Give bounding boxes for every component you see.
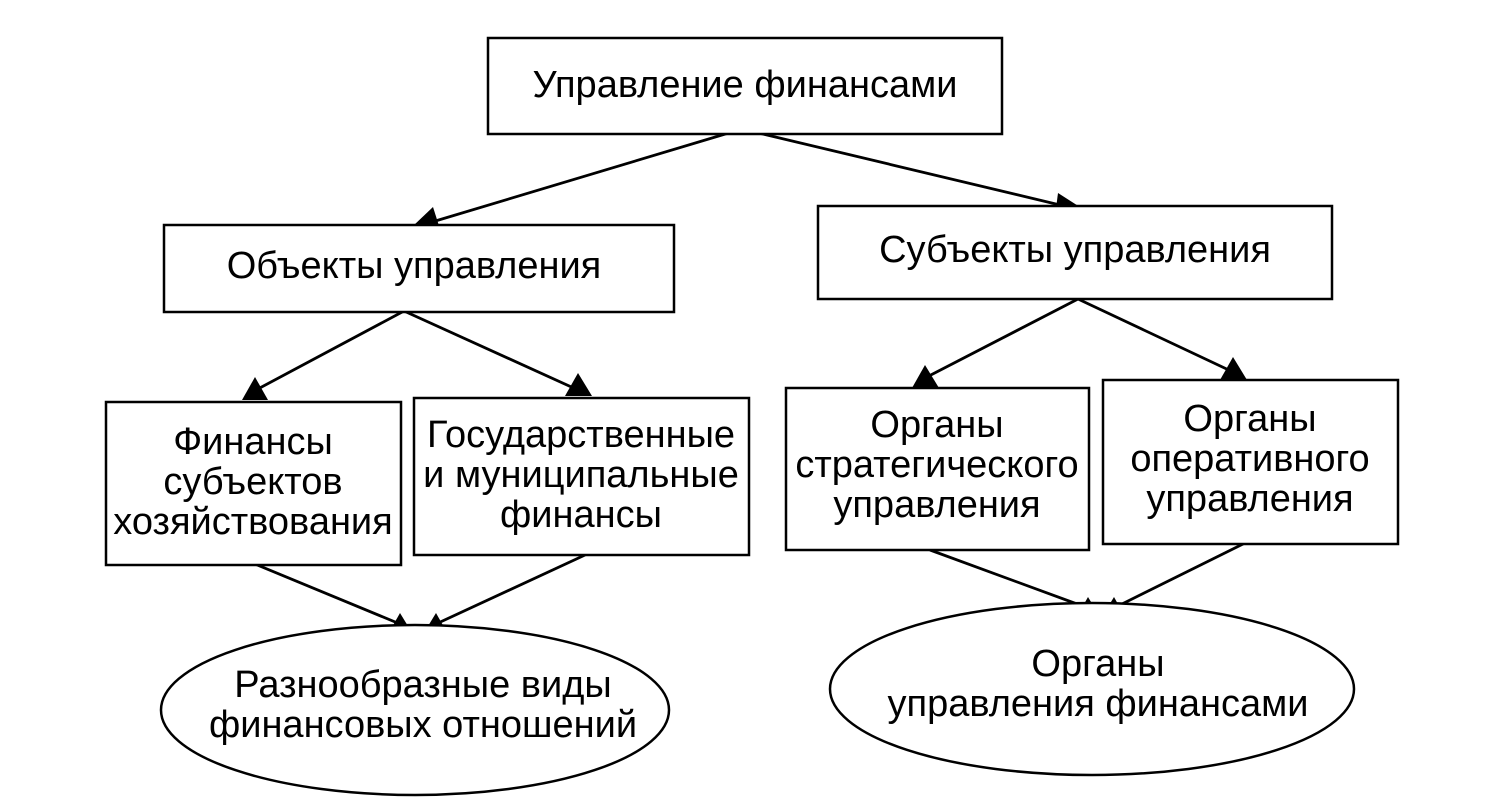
- edge-strategic-bodies: [929, 548, 1089, 610]
- state-municipal-label-line: финансы: [500, 494, 662, 536]
- root-label: Управление финансами: [533, 64, 958, 106]
- edge-finance-entities-relations: [249, 560, 401, 626]
- bodies-label-line: Органы: [1031, 643, 1164, 685]
- edge-subjects-operational: [1077, 297, 1234, 374]
- edge-root-subjects: [741, 127, 1061, 207]
- state-municipal-label-line: Государственные: [427, 414, 735, 456]
- arrowhead-state-municipal: [565, 373, 592, 396]
- arrowhead-finance-entities: [242, 377, 268, 400]
- objects-label-line: Объекты управления: [227, 245, 602, 287]
- operational-label-line: управления: [1146, 478, 1353, 520]
- node-objects: Объекты управления: [162, 223, 676, 314]
- edge-state-municipal-relations: [435, 553, 586, 626]
- finance-entities-label-line: хозяйствования: [113, 501, 393, 543]
- arrowhead-strategic: [912, 365, 939, 388]
- edge-objects-state-municipal: [403, 309, 579, 392]
- relations-label-line: Разнообразные виды: [234, 664, 611, 706]
- edge-objects-finance-entities: [255, 309, 405, 392]
- arrowhead-objects: [413, 207, 440, 229]
- strategic-label-line: стратегического: [795, 444, 1078, 486]
- node-root: Управление финансами: [486, 36, 1004, 136]
- state-municipal-label-line: и муниципальные: [423, 454, 739, 496]
- arrowhead-operational: [1220, 357, 1247, 380]
- root-label-line: Управление финансами: [533, 64, 958, 106]
- relations-label-line: финансовых отношений: [209, 704, 637, 746]
- operational-label-line: Органы: [1183, 398, 1316, 440]
- operational-label-line: оперативного: [1130, 438, 1369, 480]
- finance-entities-label-line: субъектов: [163, 461, 342, 503]
- finance-entities-label-line: Финансы: [173, 421, 333, 463]
- subjects-label: Субъекты управления: [879, 229, 1271, 271]
- strategic-label-line: управления: [833, 484, 1040, 526]
- bodies-label-line: управления финансами: [888, 683, 1309, 725]
- strategic-label-line: Органы: [870, 404, 1003, 446]
- subjects-label-line: Субъекты управления: [879, 229, 1271, 271]
- edge-subjects-strategic: [924, 297, 1079, 380]
- node-subjects: Субъекты управления: [816, 204, 1334, 301]
- edge-operational-bodies: [1113, 541, 1246, 610]
- objects-label: Объекты управления: [227, 245, 602, 287]
- edge-root-objects: [431, 127, 743, 224]
